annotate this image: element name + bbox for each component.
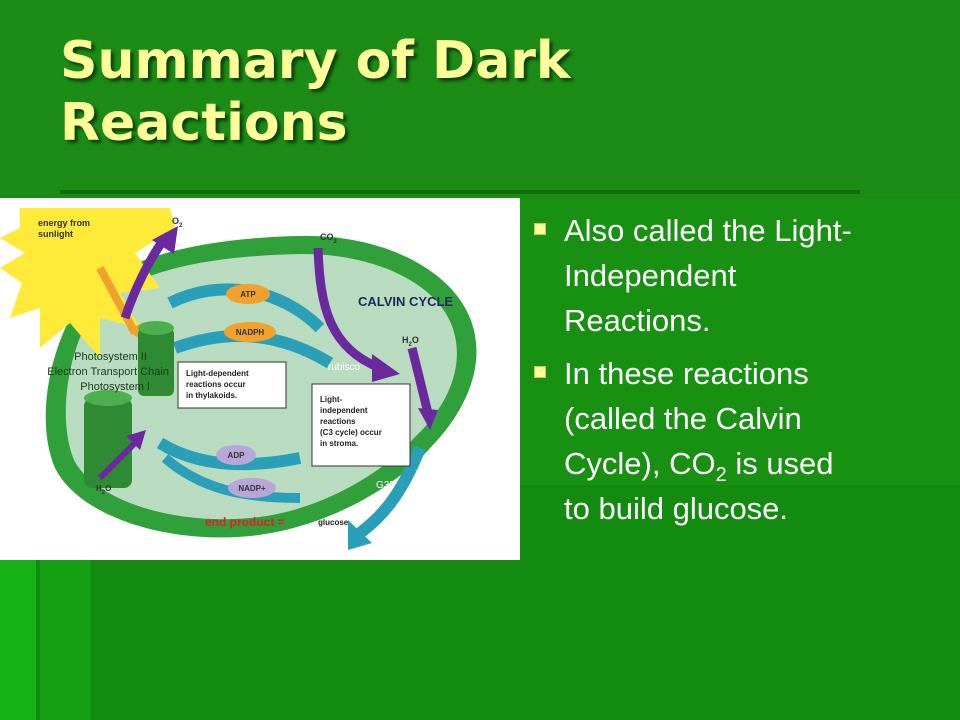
title-band bbox=[0, 0, 960, 195]
slide-title-line-1: Summary of Dark bbox=[60, 31, 571, 91]
h2o-right-arrow bbox=[407, 346, 433, 415]
bullet-list: Also called the Light- Independent React… bbox=[530, 208, 940, 539]
chloroplast-diagram: energy from sunlight O2 CO2 H2O ATP NADP… bbox=[0, 198, 520, 560]
calvin-cycle-arrowhead bbox=[348, 520, 372, 550]
atp-label: ATP bbox=[240, 290, 256, 299]
light-indep-line-1: Light- bbox=[320, 395, 343, 404]
h2o-right-sub: 2 bbox=[409, 342, 413, 348]
bullet-item-2: In these reactions (called the Calvin Cy… bbox=[530, 351, 940, 531]
slide-title: Summary of Dark Reactions bbox=[60, 30, 780, 154]
return-teal-arrow-2 bbox=[161, 454, 301, 503]
rubisco-label: rubisco bbox=[328, 362, 361, 373]
light-indep-line-5: in stroma. bbox=[320, 439, 358, 448]
bullet-item-1: Also called the Light- Independent React… bbox=[530, 208, 940, 343]
bullet-2-line-4: to build glucose. bbox=[564, 491, 789, 526]
adp-label: ADP bbox=[228, 451, 246, 460]
co2-label-text: CO bbox=[320, 232, 334, 242]
sunlight-arrow bbox=[96, 266, 139, 335]
thylakoid-stack-front-top bbox=[84, 390, 132, 406]
atp-pill bbox=[226, 284, 270, 304]
photosystem-labels: Photosystem II Electron Transport Chain … bbox=[47, 351, 172, 393]
bullet-1-line-1: Also called the Light- bbox=[564, 213, 852, 248]
bullet-2-line-1: In these reactions bbox=[564, 356, 809, 391]
o2-label: O2 bbox=[172, 216, 183, 229]
end-product-text: end product = bbox=[205, 515, 285, 529]
bullet-2-line-2: (called the Calvin bbox=[564, 401, 802, 436]
square-bullet-icon bbox=[534, 366, 546, 378]
g3p-label: G3P bbox=[376, 480, 396, 491]
co2-label-sub: 2 bbox=[334, 239, 338, 245]
nadph-label: NADPH bbox=[236, 328, 265, 337]
light-dep-line-1: Light-dependent bbox=[186, 369, 249, 378]
slide-title-line-2: Reactions bbox=[60, 93, 348, 153]
nadph-pill bbox=[224, 322, 276, 342]
light-indep-line-3: reactions bbox=[320, 417, 356, 426]
nadp-label: NADP+ bbox=[238, 484, 266, 493]
light-indep-line-4: (C3 cycle) occur bbox=[320, 428, 382, 437]
co2-arrowhead bbox=[372, 354, 400, 382]
thylakoid-stack-front bbox=[84, 398, 132, 488]
decor-bar-light bbox=[0, 560, 36, 720]
h2o-left-arrow bbox=[97, 440, 138, 481]
co2-arrow bbox=[313, 247, 382, 373]
light-indep-line-2: independent bbox=[320, 406, 368, 415]
h2o-right-arrowhead bbox=[418, 408, 438, 430]
light-dependent-box bbox=[177, 361, 287, 409]
light-dependent-text: Light-dependent reactions occur in thyla… bbox=[186, 369, 251, 400]
etc-label: Electron Transport Chain bbox=[47, 366, 169, 378]
h2o-right-h: H bbox=[402, 335, 409, 345]
light-dep-line-3: in thylakoids. bbox=[186, 391, 237, 400]
co2-subscript: 2 bbox=[715, 464, 727, 487]
h2o-left-sub: 2 bbox=[102, 490, 106, 496]
light-independent-text: Light- independent reactions (C3 cycle) … bbox=[320, 395, 384, 448]
o2-label-sub: 2 bbox=[179, 223, 183, 229]
bullet-2-line-3-pre: Cycle), CO bbox=[564, 446, 716, 481]
thylakoid-stack-back-top bbox=[138, 321, 174, 335]
calvin-cycle-arrow bbox=[356, 445, 426, 538]
h2o-left-h: H bbox=[96, 484, 102, 493]
adp-pill bbox=[216, 445, 256, 465]
sun-label-line-1: energy from bbox=[38, 218, 90, 228]
h2o-left-label: H2O bbox=[96, 484, 111, 496]
co2-label: CO2 bbox=[320, 232, 338, 245]
o2-arrowhead bbox=[152, 226, 178, 254]
bullet-2-line-3: Cycle), CO2 is used bbox=[564, 441, 940, 486]
h2o-right-label: H2O bbox=[402, 335, 419, 348]
photosystem-2-label: Photosystem II bbox=[74, 351, 147, 363]
h2o-left-arrowhead bbox=[126, 430, 146, 450]
light-dep-line-2: reactions occur bbox=[186, 380, 246, 389]
light-independent-box bbox=[311, 383, 411, 467]
decor-bar-mid bbox=[40, 560, 90, 720]
o2-label-text: O bbox=[172, 216, 179, 226]
bullet-1-line-2: Independent bbox=[564, 258, 737, 293]
h2o-left-o: O bbox=[105, 484, 111, 493]
end-product-label: end product = bbox=[205, 515, 285, 529]
sun-label: energy from sunlight bbox=[38, 218, 93, 239]
nadp-pill bbox=[228, 478, 276, 498]
bullet-2-line-3-post: is used bbox=[726, 446, 834, 481]
sun-label-line-2: sunlight bbox=[38, 229, 73, 239]
chloroplast-diagram-svg: energy from sunlight O2 CO2 H2O ATP NADP… bbox=[0, 208, 477, 550]
bullet-1-line-3: Reactions. bbox=[564, 303, 711, 338]
thylakoid-stack-back bbox=[138, 328, 174, 396]
glucose-label: glucose bbox=[318, 518, 349, 527]
title-divider bbox=[60, 190, 860, 194]
square-bullet-icon bbox=[534, 223, 546, 235]
photosystem-1-label: Photosystem I bbox=[80, 381, 150, 393]
h2o-right-o: O bbox=[412, 335, 419, 345]
calvin-cycle-label: CALVIN CYCLE bbox=[358, 294, 453, 309]
